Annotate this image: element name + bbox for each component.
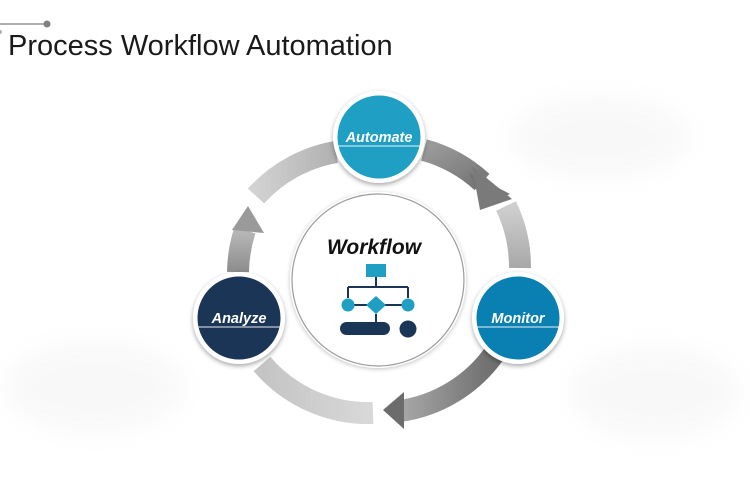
node-monitor[interactable]: Monitor — [472, 272, 564, 364]
background-glow — [510, 95, 690, 180]
ring-segment — [247, 141, 339, 204]
center-label: Workflow — [327, 236, 423, 259]
node-label-analyze: Analyze — [211, 311, 267, 327]
ring-segment — [253, 356, 374, 425]
node-analyze[interactable]: Analyze — [193, 272, 285, 364]
background-glow — [570, 345, 740, 440]
node-label-monitor: Monitor — [491, 311, 546, 327]
background-glow — [5, 340, 185, 435]
title-decoration — [0, 20, 51, 34]
arrow-head — [383, 392, 404, 429]
center-hub: Workflow — [290, 192, 466, 368]
ring-segment — [398, 347, 503, 422]
node-label-automate: Automate — [345, 130, 413, 146]
page-title: Process Workflow Automation — [8, 30, 393, 62]
arrow-head — [472, 166, 512, 210]
ring-segment — [495, 201, 532, 269]
flowchart-icon — [340, 264, 417, 338]
arrow-head — [232, 206, 264, 233]
ring-segment — [227, 226, 256, 273]
cycle-ring — [227, 139, 532, 429]
node-automate[interactable]: Automate — [333, 91, 425, 183]
